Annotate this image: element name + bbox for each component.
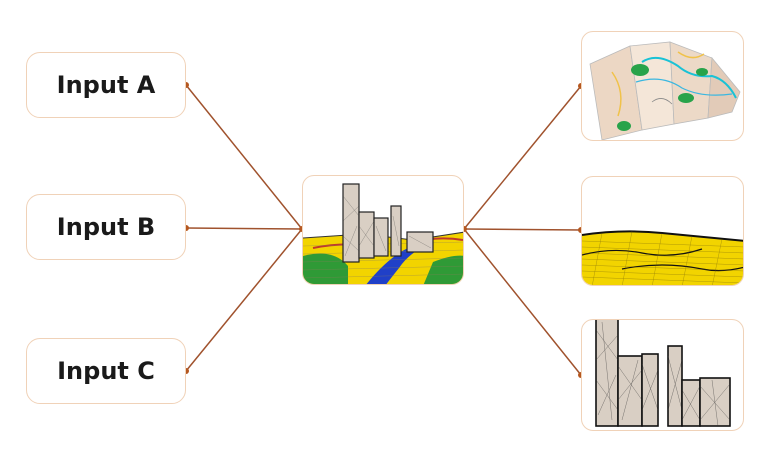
connector-center-to-out1 bbox=[463, 85, 582, 230]
input-c-box: Input C bbox=[26, 338, 186, 404]
connector-center-to-out2 bbox=[463, 228, 582, 231]
connector-b-to-center bbox=[185, 227, 303, 230]
input-b-label: Input B bbox=[56, 213, 156, 241]
center-city-terrain-box bbox=[302, 175, 464, 285]
input-c-label: Input C bbox=[57, 357, 155, 385]
output-buildings-box bbox=[581, 319, 744, 431]
buildings-icon bbox=[595, 320, 731, 427]
output-terrain-box bbox=[581, 176, 744, 286]
connector-a-to-center bbox=[185, 84, 303, 230]
folded-map-icon bbox=[589, 41, 741, 140]
terrain-surface-icon bbox=[582, 230, 743, 285]
city-on-terrain-icon bbox=[303, 183, 463, 284]
connector-c-to-center bbox=[185, 228, 303, 372]
input-a-label: Input A bbox=[56, 71, 156, 99]
input-a-box: Input A bbox=[26, 52, 186, 118]
output-map-box bbox=[581, 31, 744, 141]
input-b-box: Input B bbox=[26, 194, 186, 260]
connector-center-to-out3 bbox=[463, 228, 582, 376]
